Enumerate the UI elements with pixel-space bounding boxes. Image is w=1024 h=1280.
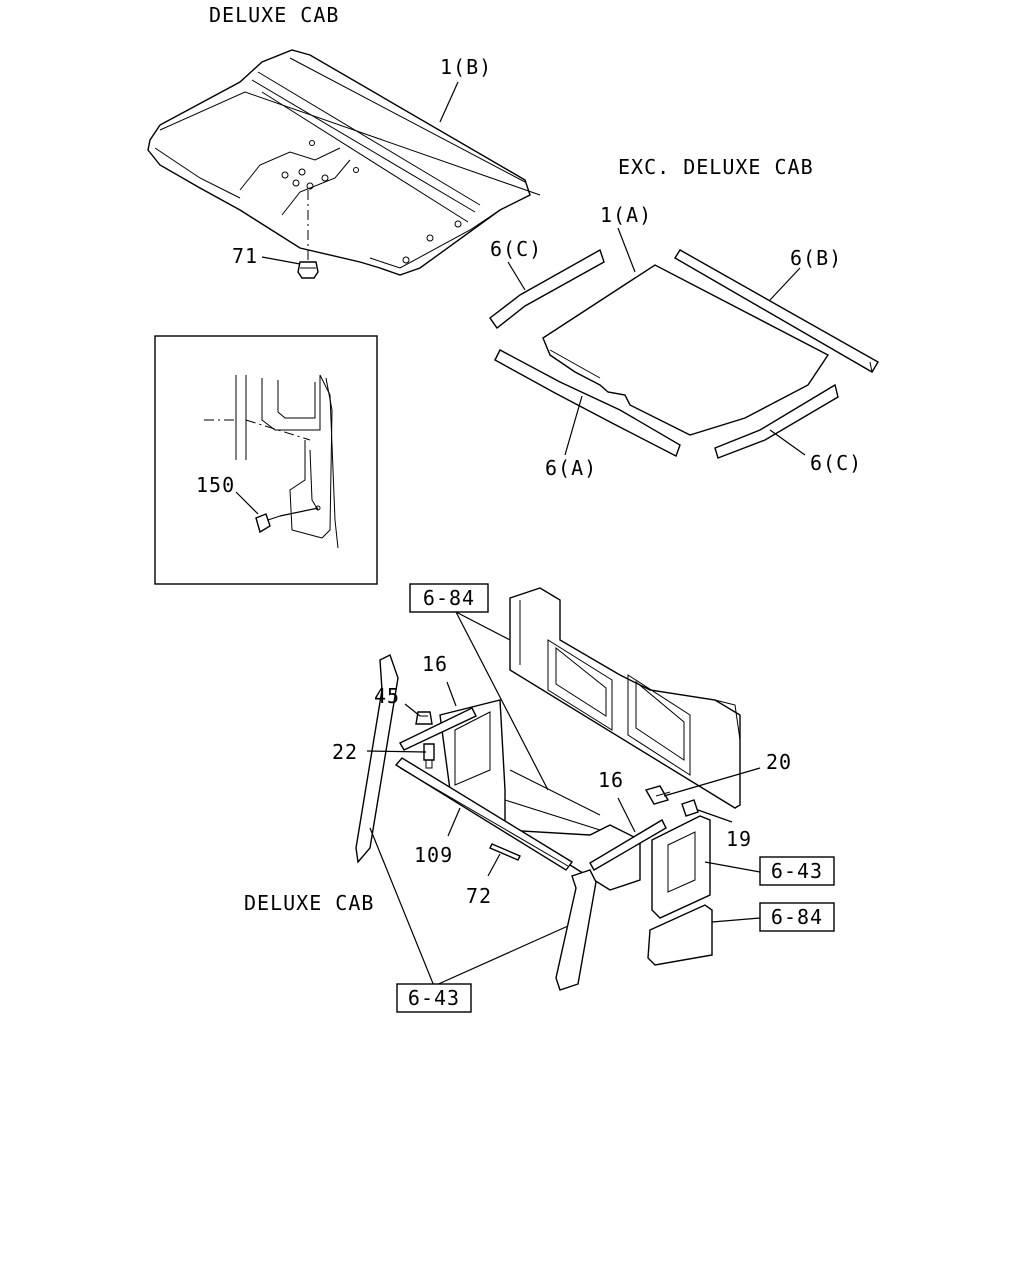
trim-6a: [494, 349, 681, 457]
leader-6a: [564, 395, 583, 456]
weatherstrip-16-left: [399, 707, 477, 751]
leader-71: [261, 256, 301, 265]
ref-label-643-bottom: 6-43: [408, 986, 460, 1010]
caption-deluxe-cab-bottom: DELUXE CAB: [244, 891, 374, 915]
trim-6c-top: [489, 248, 605, 330]
ref-line-684-top-b: [455, 611, 511, 641]
clip-20: [644, 785, 671, 805]
leader-20: [663, 767, 761, 797]
clip-45: [415, 711, 433, 725]
headliner-1a: [542, 264, 830, 436]
leader-6b: [769, 267, 801, 301]
trim-6b: [674, 249, 879, 373]
headliner-deluxe-1b: [147, 49, 541, 276]
sill-trim-109: [394, 757, 574, 871]
ref-line-643-right: [704, 861, 761, 873]
leader-109: [447, 807, 461, 837]
ref-line-684-right: [711, 917, 761, 923]
leader-45: [404, 703, 421, 717]
callout-1a: 1(A): [600, 203, 652, 227]
ref-box-643-bottom[interactable]: 6-43: [396, 983, 472, 1013]
rear-panel-trim: [509, 587, 741, 809]
leader-150: [235, 491, 259, 515]
ref-label-684-right: 6-84: [771, 905, 823, 929]
ref-box-684-top[interactable]: 6-84: [409, 583, 489, 613]
leader-150-dash: [279, 507, 319, 517]
callout-22: 22: [332, 740, 358, 764]
caption-deluxe-cab-top: DELUXE CAB: [209, 3, 339, 27]
leader-1a: [617, 227, 636, 273]
caption-exc-deluxe-cab: EXC. DELUXE CAB: [618, 155, 814, 179]
leader-16-left: [446, 681, 457, 707]
callout-20: 20: [766, 750, 792, 774]
clip-19: [681, 799, 699, 817]
leader-6c-top: [507, 261, 526, 291]
callout-150: 150: [196, 473, 235, 497]
ref-label-684-top: 6-84: [423, 586, 475, 610]
ref-line-643-bottom-b: [433, 925, 569, 987]
callout-6c-top: 6(C): [490, 237, 542, 261]
trim-6c-bottom: [714, 383, 839, 459]
ref-box-643-right[interactable]: 6-43: [759, 856, 835, 886]
detail-inset-box: [154, 335, 378, 585]
leader-72: [487, 853, 501, 877]
callout-45: 45: [374, 684, 400, 708]
callout-72: 72: [466, 884, 492, 908]
callout-6b: 6(B): [790, 246, 842, 270]
weatherstrip-16-right: [589, 819, 667, 871]
screw-22: [423, 743, 435, 769]
ref-line-684-top-a: [455, 611, 549, 791]
strip-72: [489, 843, 521, 861]
callout-16-right: 16: [598, 768, 624, 792]
ref-line-643-bottom-a: [369, 827, 435, 987]
bolt-150: [255, 513, 281, 534]
ref-label-643-right: 6-43: [771, 859, 823, 883]
callout-1b: 1(B): [440, 55, 492, 79]
leader-22: [366, 750, 427, 753]
leader-6c-bottom: [769, 429, 806, 456]
leader-16-right: [617, 797, 636, 833]
pillar-trim-right: [555, 869, 597, 991]
callout-71: 71: [232, 244, 258, 268]
ref-box-684-right[interactable]: 6-84: [759, 902, 835, 932]
callout-16-left: 16: [422, 652, 448, 676]
callout-6a: 6(A): [545, 456, 597, 480]
inset-pillar: [204, 374, 339, 549]
callout-19: 19: [726, 827, 752, 851]
leader-19: [697, 809, 733, 823]
leader-1b: [439, 81, 459, 123]
clip-71: [297, 261, 319, 279]
callout-6c-bottom: 6(C): [810, 451, 862, 475]
side-trim-panel: [647, 815, 713, 966]
callout-109: 109: [414, 843, 453, 867]
pillar-trim-left: [355, 654, 399, 864]
